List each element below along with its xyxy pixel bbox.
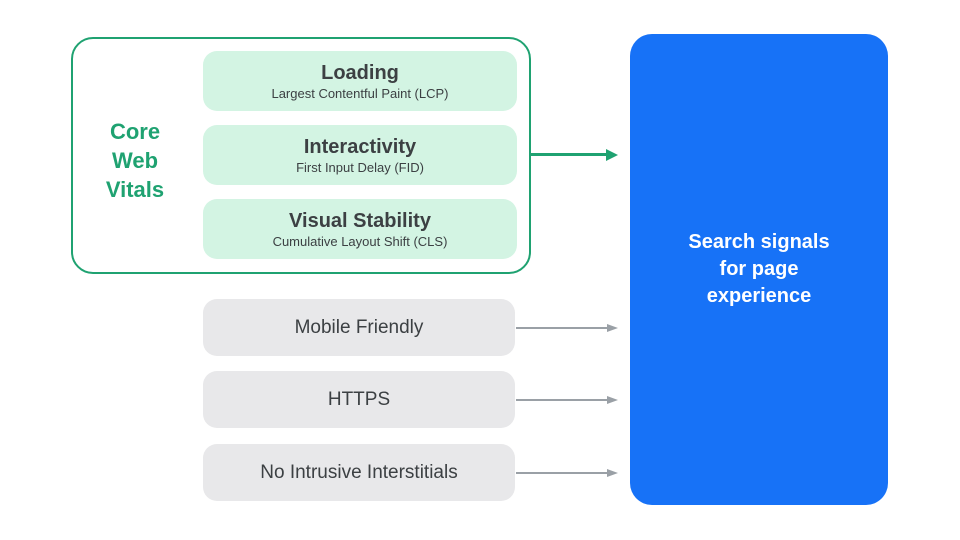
arrow-line [516, 399, 607, 401]
signal-label: HTTPS [327, 388, 391, 410]
signal-box-https: HTTPS [203, 371, 515, 428]
no-intrusive-interstitials-arrow-icon [516, 467, 618, 479]
signal-label: Mobile Friendly [294, 316, 424, 338]
arrow-head-icon [607, 469, 618, 477]
vital-title: Visual Stability [289, 209, 431, 232]
arrow-head-icon [606, 148, 618, 161]
vital-subtitle: First Input Delay (FID) [296, 159, 424, 175]
arrow-line [516, 327, 607, 329]
core-web-vitals-arrow-icon [531, 148, 618, 161]
arrow-head-icon [607, 396, 618, 404]
arrow-head-icon [607, 324, 618, 332]
search-signals-panel: Search signals for page experience [630, 34, 888, 505]
arrow-line [516, 472, 607, 474]
signal-box-mobile-friendly: Mobile Friendly [203, 299, 515, 356]
vital-subtitle: Largest Contentful Paint (LCP) [271, 85, 449, 101]
search-signals-label: Search signals for page experience [688, 231, 830, 307]
signal-box-no-intrusive-interstitials: No Intrusive Interstitials [203, 444, 515, 501]
mobile-friendly-arrow-icon [516, 322, 618, 334]
vital-box-visual-stability: Visual Stability Cumulative Layout Shift… [203, 199, 517, 259]
https-arrow-icon [516, 394, 618, 406]
arrow-line [531, 153, 606, 156]
vital-subtitle: Cumulative Layout Shift (CLS) [272, 233, 448, 249]
vital-title: Loading [321, 61, 399, 84]
vital-title: Interactivity [303, 135, 417, 158]
vital-box-interactivity: Interactivity First Input Delay (FID) [203, 125, 517, 185]
signal-label: No Intrusive Interstitials [260, 461, 458, 483]
vital-box-loading: Loading Largest Contentful Paint (LCP) [203, 51, 517, 111]
core-web-vitals-label: Core Web Vitals [105, 119, 165, 202]
